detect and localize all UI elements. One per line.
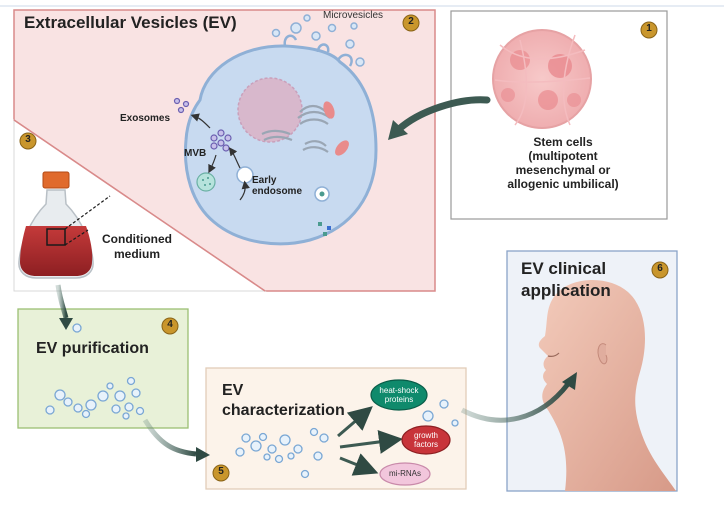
sample-box (46, 228, 66, 246)
badge-1 (640, 21, 658, 39)
mvb-cluster (210, 129, 232, 152)
mvb-label: MVB (184, 148, 207, 159)
badge-6 (651, 261, 669, 279)
characterization-arrows (337, 406, 403, 476)
exosomes (173, 97, 190, 114)
eye-line (547, 352, 560, 357)
panel-divider (13, 119, 266, 292)
clinical-title: EV clinical application (521, 259, 611, 300)
head-silhouette (538, 280, 676, 491)
mi-rnas-badge (379, 462, 431, 486)
badge-3 (19, 132, 37, 150)
badge-5 (212, 464, 230, 482)
mvb-to-vesicle-arrow (208, 154, 217, 174)
characterization-to-clinical-arrowhead (562, 372, 577, 390)
flask-cap (42, 171, 70, 189)
mitochondrion (335, 140, 349, 156)
endosome-to-mvb-arrow (228, 147, 241, 169)
conditioned-medium-label: Conditioned medium (102, 232, 172, 261)
early-endosome (236, 166, 254, 184)
stem-cell-nuclei (494, 34, 591, 126)
stem-to-ev-arrowhead (388, 120, 408, 140)
clinical-vesicles (422, 399, 459, 427)
stem-cells-label: Stem cells (multipotent mesenchymal or a… (507, 135, 619, 191)
badge-4-number: 4 (167, 319, 173, 330)
purification-to-characterization-arrow (142, 418, 197, 457)
stem-to-ev-arrow (394, 96, 491, 134)
characterization-title: EV characterization (222, 382, 345, 419)
badge-6-number: 6 (657, 263, 663, 274)
badge-1-number: 1 (646, 23, 652, 34)
dashed-pointer (64, 229, 89, 246)
badge-2 (402, 14, 420, 32)
mitochondrion (323, 101, 335, 119)
heat-shock-badge (370, 379, 428, 411)
microvesicles-label: Microvesicles (323, 10, 384, 21)
ear-shape (597, 343, 608, 365)
mi-rnas-label: mi-RNAs (389, 469, 421, 478)
purification-to-characterization-arrowhead (196, 447, 210, 462)
receptor-marks (318, 222, 331, 236)
microvesicle-spheres (271, 14, 365, 67)
ev-title: Extracellular Vesicles (EV) (24, 13, 237, 32)
badge-3-number: 3 (25, 134, 31, 145)
badge-4 (161, 317, 179, 335)
late-endosome (196, 172, 216, 192)
badge-2-number: 2 (408, 16, 414, 27)
exosomes-label: Exosomes (120, 113, 171, 124)
growth-factors-badge (401, 425, 451, 455)
flask-medium (20, 226, 93, 276)
microvesicles (283, 34, 353, 67)
flask-to-purification-arrowhead (59, 318, 73, 330)
purification-title: EV purification (36, 340, 149, 357)
exosome-release-arrow (190, 113, 211, 129)
growth-factors-label: growth factors (413, 431, 438, 449)
heat-shock-label: heat-shock proteins (379, 386, 419, 404)
purification-vesicles (45, 323, 145, 420)
characterization-vesicles (235, 427, 329, 479)
late-endosome-dots (202, 177, 211, 186)
dashed-pointer (64, 195, 111, 230)
flask-to-purification-arrow (55, 284, 69, 319)
entry-arrow (239, 180, 250, 201)
characterization-to-clinical-arrow (460, 382, 570, 423)
badge-5-number: 5 (218, 466, 224, 477)
early-endosome-label: Early endosome (252, 175, 303, 197)
